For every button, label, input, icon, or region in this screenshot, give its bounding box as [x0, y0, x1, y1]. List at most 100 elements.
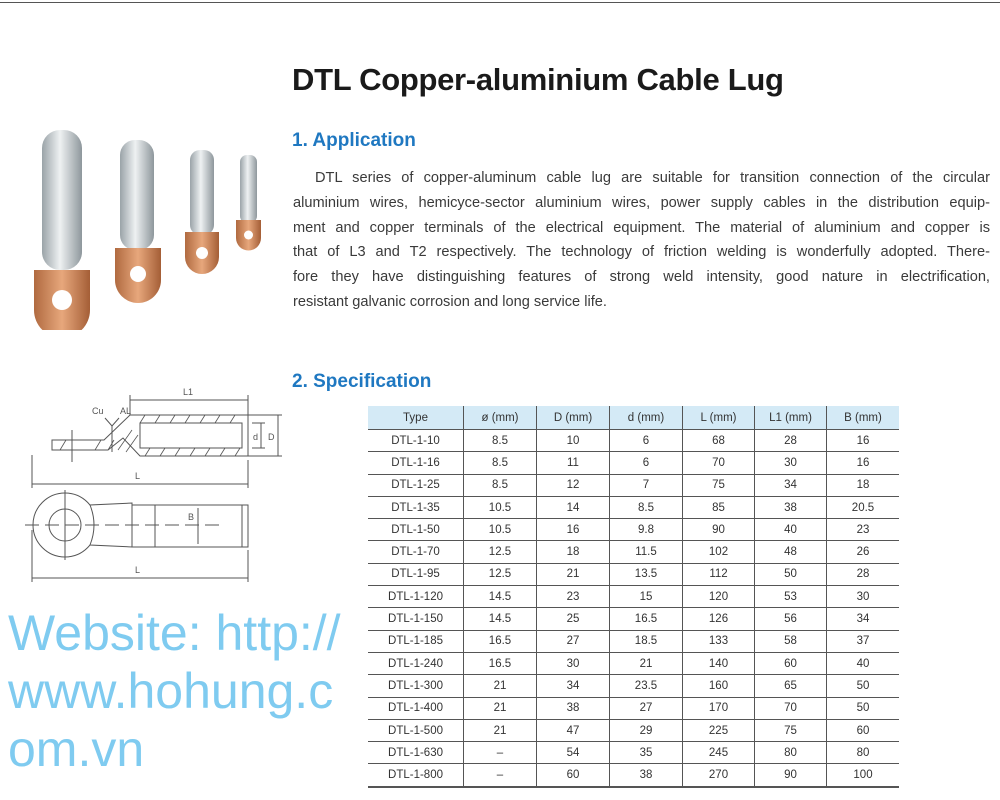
table-cell: 18.5 — [609, 629, 683, 653]
watermark: Website: http://www.hohung.com.vn — [8, 605, 341, 777]
label-B: B — [188, 512, 194, 522]
table-cell: 30 — [536, 651, 610, 675]
table-cell: 21 — [463, 674, 537, 698]
paragraph-line: that of L3 and T2 respectively. The tech… — [293, 244, 990, 261]
table-cell: 27 — [609, 696, 683, 720]
lug-large — [34, 130, 90, 330]
table-cell: 34 — [536, 674, 610, 698]
table-cell: 10.5 — [463, 518, 537, 541]
table-cell: DTL-1-50 — [368, 518, 464, 541]
table-cell: 58 — [754, 629, 827, 653]
table-cell: DTL-1-400 — [368, 696, 464, 720]
table-cell: 85 — [682, 495, 755, 519]
table-cell: 50 — [826, 674, 899, 698]
table-cell: 23.5 — [609, 674, 683, 698]
table-cell: 75 — [682, 473, 755, 497]
table-cell: 126 — [682, 607, 755, 631]
table-cell: 225 — [682, 718, 755, 742]
table-cell: 68 — [682, 428, 755, 452]
label-L-top: L — [135, 471, 140, 481]
lug-small — [185, 150, 219, 274]
table-cell: 23 — [536, 585, 610, 608]
table-cell: 13.5 — [609, 562, 683, 586]
label-d-small: d — [253, 432, 258, 442]
paragraph-line: DTL series of copper-aluminum cable lug … — [315, 170, 990, 186]
table-cell: 23 — [826, 518, 899, 541]
table-cell: 16 — [826, 428, 899, 452]
table-cell: 12.5 — [463, 562, 537, 586]
table-cell: 270 — [682, 763, 755, 788]
table-cell: 26 — [826, 540, 899, 564]
table-cell: DTL-1-120 — [368, 585, 464, 608]
paragraph-line: fore they have distinguishing features o… — [293, 269, 990, 286]
table-cell: 38 — [754, 495, 827, 519]
table-cell: 60 — [536, 763, 610, 788]
table-cell: 14.5 — [463, 585, 537, 608]
table-cell: 47 — [536, 718, 610, 742]
table-cell: DTL-1-630 — [368, 741, 464, 764]
table-cell: 12.5 — [463, 540, 537, 564]
table-cell: 60 — [754, 651, 827, 675]
table-cell: 56 — [754, 607, 827, 631]
table-cell: 38 — [536, 696, 610, 720]
table-cell: 90 — [754, 763, 827, 788]
table-cell: 9.8 — [609, 518, 683, 541]
table-cell: 70 — [754, 696, 827, 720]
table-cell: 16.5 — [463, 651, 537, 675]
table-cell: 7 — [609, 473, 683, 497]
column-header: L (mm) — [682, 406, 755, 430]
column-header: L1 (mm) — [754, 406, 827, 430]
table-cell: 16 — [536, 518, 610, 541]
application-heading: 1. Application — [292, 130, 416, 151]
table-cell: 25 — [536, 607, 610, 631]
table-cell: 20.5 — [826, 495, 899, 519]
table-cell: 112 — [682, 562, 755, 586]
table-cell: 12 — [536, 473, 610, 497]
table-cell: 10.5 — [463, 495, 537, 519]
table-cell: DTL-1-10 — [368, 428, 464, 452]
table-cell: 40 — [754, 518, 827, 541]
label-al: AL — [120, 406, 131, 416]
table-cell: 35 — [609, 741, 683, 764]
cable-lugs-photo — [34, 130, 261, 330]
label-D: D — [268, 432, 275, 442]
table-cell: 40 — [826, 651, 899, 675]
table-cell: DTL-1-150 — [368, 607, 464, 631]
table-cell: 11 — [536, 451, 610, 475]
table-cell: DTL-1-500 — [368, 718, 464, 742]
column-header: Type — [368, 406, 464, 430]
table-cell: 48 — [754, 540, 827, 564]
table-cell: 21 — [463, 718, 537, 742]
table-cell: 70 — [682, 451, 755, 475]
table-cell: 34 — [826, 607, 899, 631]
table-cell: 28 — [754, 428, 827, 452]
table-cell: 90 — [682, 518, 755, 541]
table-cell: DTL-1-240 — [368, 651, 464, 675]
paragraph-line: resistant galvanic corrosion and long se… — [293, 293, 607, 310]
table-cell: DTL-1-70 — [368, 540, 464, 564]
table-cell: 170 — [682, 696, 755, 720]
table-cell: 18 — [536, 540, 610, 564]
table-cell: 75 — [754, 718, 827, 742]
table-cell: 160 — [682, 674, 755, 698]
table-cell: 54 — [536, 741, 610, 764]
label-L-bottom: L — [135, 565, 140, 575]
table-cell: – — [463, 763, 537, 788]
top-border — [0, 2, 1000, 3]
table-cell: 27 — [536, 629, 610, 653]
table-cell: 8.5 — [463, 451, 537, 475]
column-header: B (mm) — [826, 406, 899, 430]
table-cell: 80 — [826, 741, 899, 764]
table-cell: 21 — [536, 562, 610, 586]
table-cell: 18 — [826, 473, 899, 497]
table-cell: 140 — [682, 651, 755, 675]
table-cell: 102 — [682, 540, 755, 564]
